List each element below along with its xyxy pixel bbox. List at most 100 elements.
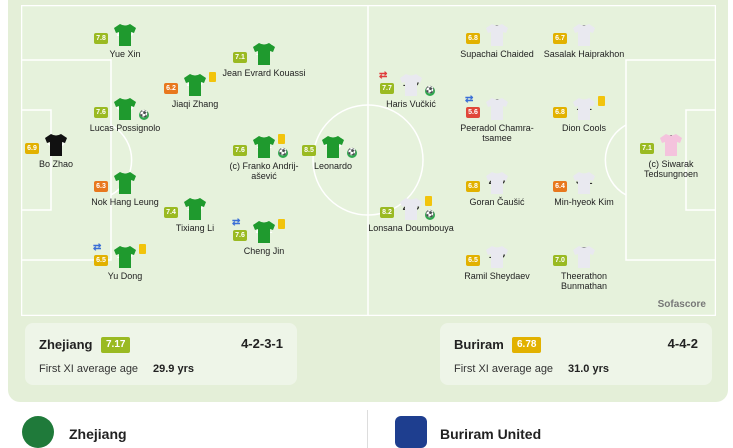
player-shirt: 57.0	[553, 245, 596, 269]
goal-ball-icon: ⚽	[278, 148, 288, 158]
player-shirt: 116.8	[553, 96, 605, 121]
shirt-icon	[486, 98, 508, 120]
yellow-card-icon	[209, 72, 216, 82]
player-shirt: 367.6⚽	[94, 97, 149, 121]
shirt-icon	[400, 198, 422, 220]
home-player-22[interactable]: 227.6⇄Cheng Jin	[221, 217, 307, 256]
player-rating: 6.5	[94, 255, 108, 266]
player-rating: 6.8	[466, 181, 480, 192]
shirt-icon	[184, 74, 206, 96]
home-age-label: First XI average age	[39, 363, 139, 375]
player-shirt: 177.1	[233, 42, 276, 66]
player-name: Yu Dong	[107, 271, 143, 281]
player-name: Peeradol Chamra-tsamee	[460, 123, 534, 143]
home-player-45[interactable]: 458.5⚽Leonardo	[290, 135, 376, 171]
player-name: Lucas Possignolo	[89, 123, 161, 133]
home-team-name: Zhejiang	[39, 337, 93, 352]
player-shirt: 107.4	[164, 197, 207, 221]
away-player-1[interactable]: 17.1(c) Siwarak Tedsungnoen	[628, 133, 714, 179]
player-shirt: 65.6⇄	[465, 95, 509, 121]
footer-home-team[interactable]: Zhejiang	[22, 410, 352, 448]
player-shirt: 96.8	[466, 23, 509, 47]
yellow-card-icon	[425, 196, 432, 206]
shirt-icon	[114, 24, 136, 46]
player-name: (c) Siwarak Tedsungnoen	[643, 159, 699, 179]
home-formation: 4-2-3-1	[241, 336, 283, 351]
away-player-26[interactable]: 268.2⚽Lonsana Doumbouya	[368, 196, 454, 233]
player-name: Yue Xin	[109, 49, 141, 59]
player-rating: 6.4	[553, 181, 567, 192]
player-rating: 7.6	[94, 107, 108, 118]
away-age-value: 31.0 yrs	[568, 363, 609, 375]
player-rating: 6.9	[25, 143, 39, 154]
player-shirt: 117.6⚽	[233, 134, 288, 159]
shirt-icon	[486, 24, 508, 46]
player-rating: 7.1	[233, 52, 247, 63]
player-shirt: 196.5⇄	[93, 243, 146, 269]
player-shirt: 206.8	[466, 171, 509, 195]
footer-away-name: Buriram United	[440, 426, 542, 442]
shirt-icon	[114, 98, 136, 120]
player-rating: 8.5	[302, 145, 316, 156]
player-name: Goran Čaušić	[469, 197, 525, 207]
yellow-card-icon	[278, 219, 285, 229]
shirt-icon	[573, 98, 595, 120]
player-rating: 8.2	[380, 207, 394, 218]
player-rating: 6.2	[164, 83, 178, 94]
home-player-19[interactable]: 196.5⇄Yu Dong	[82, 243, 168, 281]
player-name: Supachai Chaided	[460, 49, 534, 59]
substitution-icon: ⇄	[232, 217, 241, 228]
footer-home-name: Zhejiang	[69, 426, 127, 442]
player-shirt: 926.4	[553, 171, 596, 195]
yellow-card-icon	[598, 96, 605, 106]
substitution-icon: ⇄	[465, 94, 474, 105]
yellow-card-icon	[278, 134, 285, 144]
player-shirt: 458.5⚽	[302, 135, 357, 159]
away-team-card[interactable]: Buriram 6.78 4-4-2 First XI average age …	[440, 323, 712, 385]
player-rating: 6.8	[553, 107, 567, 118]
away-player-19[interactable]: 197.7⚽⇄ Haris Vučkić	[368, 71, 454, 110]
player-shirt: 106.5	[466, 245, 509, 269]
shirt-icon	[486, 246, 508, 268]
shirt-icon	[253, 136, 275, 158]
home-player-33[interactable]: 336.9Bo Zhao	[21, 133, 99, 169]
pitch-lines	[21, 5, 716, 316]
footer-away-team[interactable]: Buriram United	[395, 410, 725, 448]
away-team-rating: 6.78	[512, 337, 542, 353]
player-rating: 6.5	[466, 255, 480, 266]
home-age-value: 29.9 yrs	[153, 363, 194, 375]
player-name: Sasalak Haiprakhon	[543, 49, 625, 59]
shirt-icon	[184, 198, 206, 220]
player-name: Jean Evrard Kouassi	[222, 68, 306, 78]
player-shirt: 336.9	[25, 133, 68, 157]
shirt-icon	[400, 74, 422, 96]
home-player-11[interactable]: 117.6⚽(c) Franko Andrij-ašević	[221, 134, 307, 181]
player-shirt: 26.7	[553, 23, 596, 47]
away-player-6[interactable]: 65.6⇄Peeradol Chamra-tsamee	[454, 95, 540, 144]
sofascore-watermark: Sofascore	[658, 299, 706, 310]
player-rating: 7.0	[553, 255, 567, 266]
home-team-card[interactable]: Zhejiang 7.17 4-2-3-1 First XI average a…	[25, 323, 297, 385]
player-shirt: 197.7⚽⇄	[379, 71, 435, 97]
player-name: Lonsana Doumbouya	[368, 223, 454, 233]
player-name: Cheng Jin	[243, 246, 285, 256]
player-shirt: 26.3	[94, 171, 137, 195]
home-player-36[interactable]: 367.6⚽ Lucas Possignolo	[82, 97, 168, 133]
player-name: Jiaqi Zhang	[171, 99, 219, 109]
substitution-icon: ⇄	[93, 242, 102, 253]
player-name: Min-hyeok Kim	[554, 197, 614, 207]
player-name: Haris Vučkić	[386, 99, 436, 109]
